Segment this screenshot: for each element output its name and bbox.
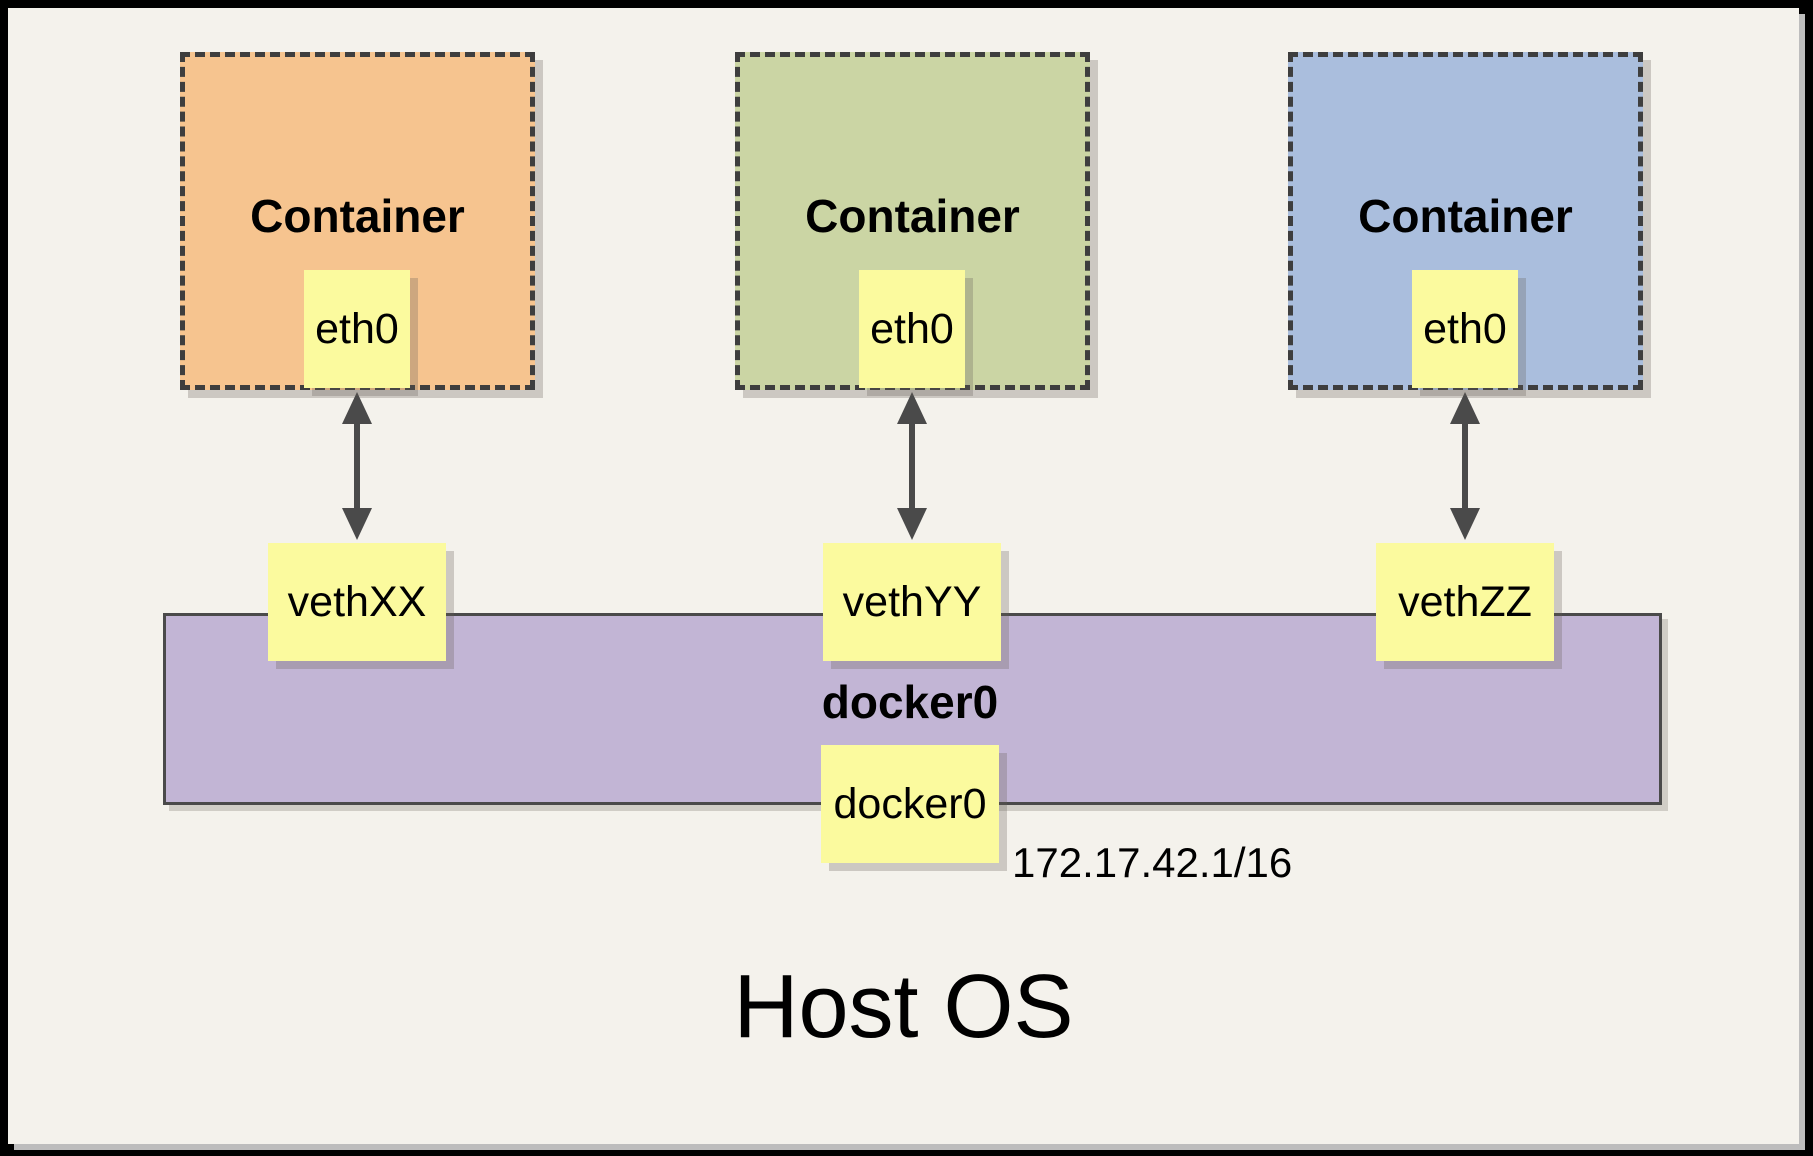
container-title: Container: [805, 190, 1020, 242]
eth0-label: eth0: [870, 304, 954, 353]
double-headed-arrow-icon: [897, 392, 927, 540]
eth0-interface-badge: eth0: [1412, 270, 1518, 388]
docker0-bridge-label: docker0: [821, 676, 999, 728]
veth-label: vethYY: [842, 577, 982, 626]
double-headed-arrow-icon: [1450, 392, 1480, 540]
container-box-1: Container: [180, 52, 535, 390]
host-os-label: Host OS: [733, 957, 1074, 1057]
eth0-interface-badge: eth0: [304, 270, 410, 388]
bridge-ip-label: 172.17.42.1/16: [1012, 839, 1293, 886]
veth-interface-badge: vethYY: [823, 543, 1001, 661]
eth0-label: eth0: [315, 304, 399, 353]
docker0-interface-label: docker0: [833, 779, 987, 828]
docker0-interface-badge: docker0: [821, 745, 999, 863]
veth-label: vethZZ: [1398, 577, 1532, 626]
eth0-interface-badge: eth0: [859, 270, 965, 388]
double-headed-arrow-icon: [342, 392, 372, 540]
eth0-label: eth0: [1423, 304, 1507, 353]
container-title: Container: [1358, 190, 1573, 242]
veth-label: vethXX: [287, 577, 427, 626]
container-title: Container: [250, 190, 465, 242]
veth-interface-badge: vethXX: [268, 543, 446, 661]
veth-interface-badge: vethZZ: [1376, 543, 1554, 661]
